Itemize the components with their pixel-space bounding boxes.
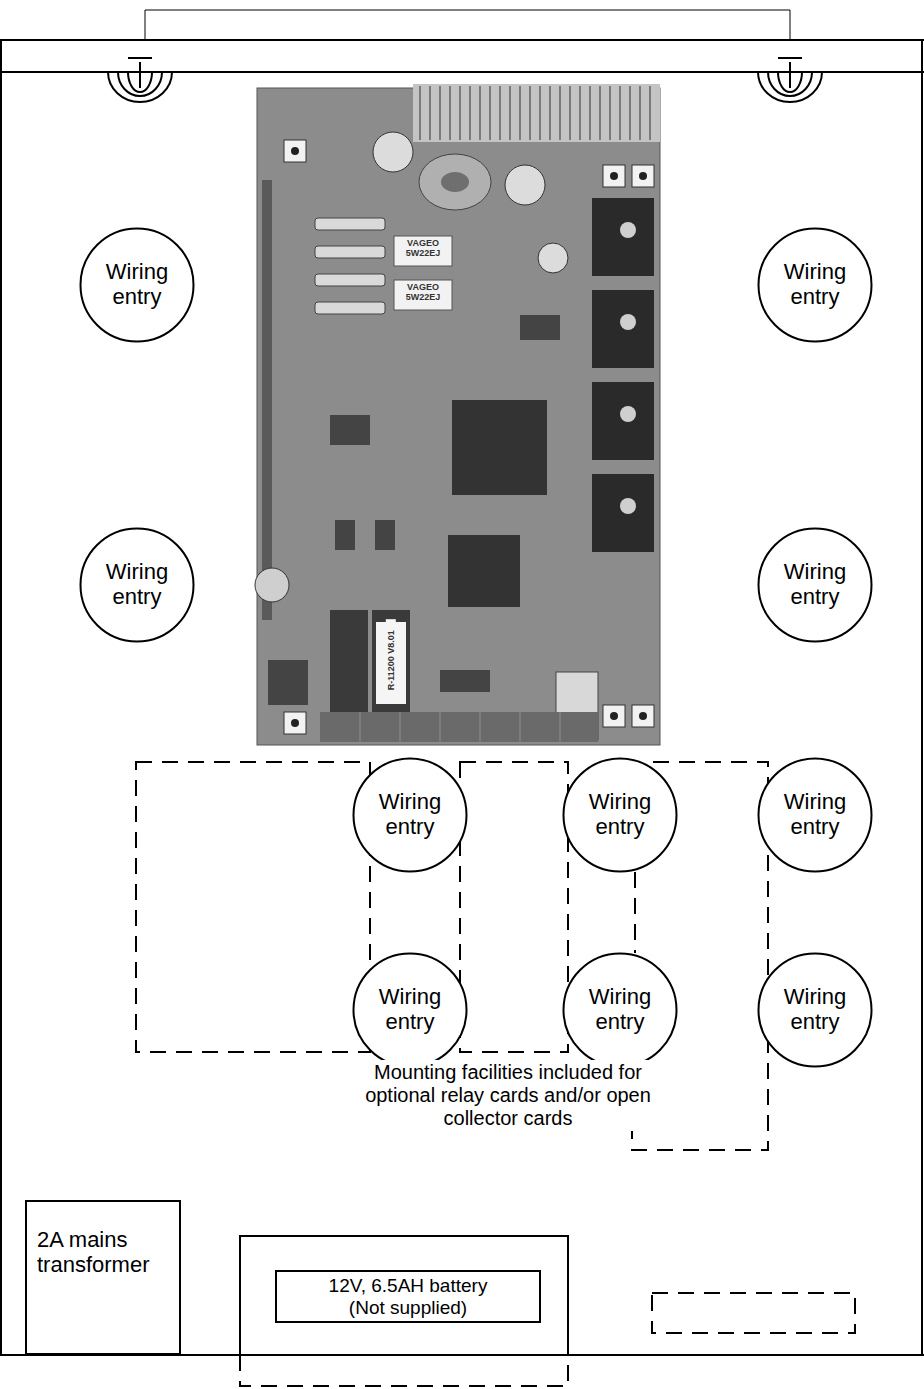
- node-label: Wiring entry: [368, 790, 452, 839]
- enclosure-edge: [921, 40, 923, 1355]
- hinge: [108, 58, 172, 102]
- wiring-entry-circle: Wiring entry: [562, 757, 678, 873]
- chip-label: R-11200 V8.01: [386, 619, 396, 701]
- wiring-entry-circle: Wiring entry: [352, 757, 468, 873]
- node-label: Wiring entry: [95, 260, 179, 309]
- node-label: Wiring entry: [578, 790, 662, 839]
- node-label: Wiring entry: [773, 260, 857, 309]
- node-label: 12V, 6.5AH battery (Not supplied): [310, 1275, 506, 1318]
- component-marking: VAGEO 5W22EJ: [396, 282, 450, 303]
- wiring-entry-circle: Wiring entry: [562, 952, 678, 1068]
- hinge: [758, 58, 822, 102]
- node-label: Wiring entry: [368, 985, 452, 1034]
- enclosure-edge: [0, 71, 924, 73]
- lid-wire: [145, 10, 790, 40]
- battery-box: 12V, 6.5AH battery (Not supplied): [275, 1270, 541, 1323]
- node-label: 2A mains transformer: [37, 1228, 162, 1277]
- wiring-entry-circle: Wiring entry: [79, 527, 195, 643]
- wiring-entry-circle: Wiring entry: [757, 527, 873, 643]
- battery-tray: [240, 1355, 568, 1386]
- wiring-entry-circle: Wiring entry: [757, 227, 873, 343]
- note-text: Mounting facilities included for optiona…: [352, 1060, 664, 1131]
- enclosure-edge: [0, 40, 2, 1355]
- node-label: Wiring entry: [773, 560, 857, 609]
- pcb-photo: [255, 84, 660, 745]
- battery-tray: [240, 1236, 568, 1355]
- card-outline: [136, 762, 855, 1333]
- enclosure-edge: [0, 39, 924, 41]
- wiring-entry-circle: Wiring entry: [757, 952, 873, 1068]
- node-label: Wiring entry: [578, 985, 662, 1034]
- wiring-entry-circle: Wiring entry: [757, 757, 873, 873]
- wiring-entry-circle: Wiring entry: [352, 952, 468, 1068]
- node-label: Wiring entry: [95, 560, 179, 609]
- component-marking: VAGEO 5W22EJ: [396, 238, 450, 259]
- transformer-box: 2A mains transformer: [25, 1200, 181, 1355]
- wiring-entry-circle: Wiring entry: [79, 227, 195, 343]
- node-label: Wiring entry: [773, 790, 857, 839]
- node-label: Wiring entry: [773, 985, 857, 1034]
